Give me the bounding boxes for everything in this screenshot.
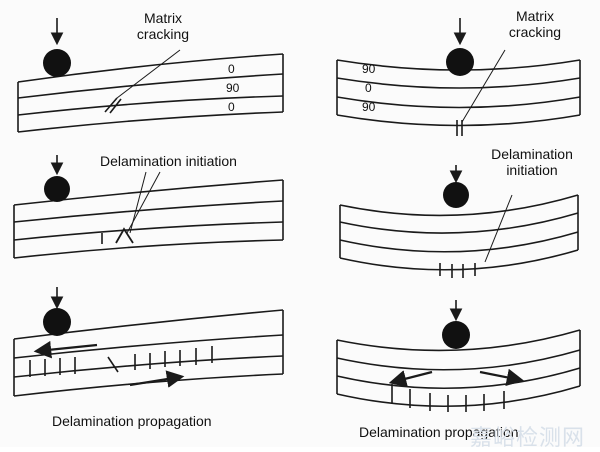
- ply-label-left-middle: 90: [226, 81, 240, 95]
- label-delamination-initiation-left: Delamination initiation: [100, 153, 237, 169]
- crack-with-delamination: [115, 227, 134, 244]
- beam-bottom-edge: [17, 111, 284, 133]
- ply-interface-2: [17, 95, 284, 116]
- left-panel-delamination-propagation: [13, 287, 284, 397]
- right-panel-delamination-initiation: [339, 165, 579, 278]
- left-panel-delamination-initiation: [13, 155, 284, 259]
- propagation-arrow-left: [33, 340, 98, 359]
- label-delamination-initiation-right: Delamination initiation: [491, 146, 573, 178]
- beam-top-edge: [17, 53, 284, 83]
- loading-nose-ball: [43, 49, 71, 77]
- ply-label-left-bottom: 0: [228, 100, 235, 114]
- left-panel-matrix-cracking: [17, 18, 284, 133]
- watermark: 嘉峪检测网: [470, 426, 586, 451]
- label-matrix-cracking-left: Matrix cracking: [136, 10, 190, 42]
- ply-label-right-middle: 0: [365, 81, 372, 95]
- label-leader: [116, 49, 181, 99]
- label-matrix-cracking-right: Matrix cracking: [508, 8, 562, 40]
- label-delamination-propagation-right: Delamination propagation: [359, 424, 519, 440]
- matrix-crack: [104, 97, 118, 113]
- label-delamination-propagation-left: Delamination propagation: [52, 413, 212, 429]
- ply-interface-1: [17, 73, 284, 99]
- propagation-arrow-right: [129, 370, 185, 388]
- ply-label-left-top: 0: [228, 62, 235, 76]
- ply-label-right-top: 90: [362, 62, 376, 76]
- right-panel-delamination-propagation: [336, 300, 581, 412]
- ply-label-right-bottom: 90: [362, 100, 376, 114]
